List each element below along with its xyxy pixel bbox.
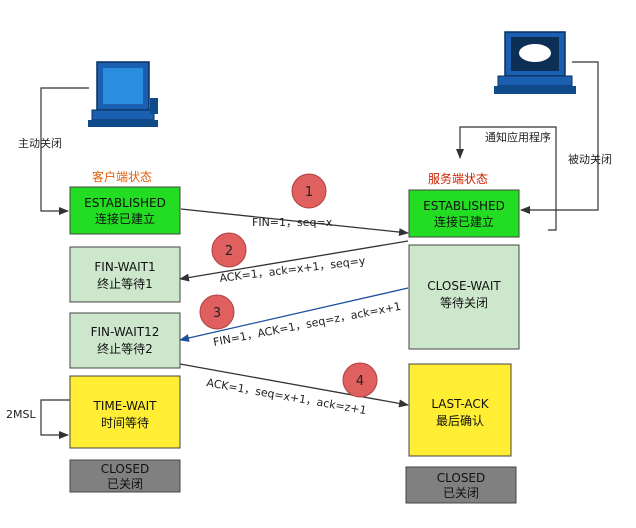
server-state-label: 服务端状态 (428, 171, 488, 186)
client-fin-wait2-box: FIN-WAIT12 终止等待2 (69, 312, 181, 369)
msl-label: 2MSL (6, 408, 36, 421)
client-state-label: 客户端状态 (92, 169, 152, 184)
client-fin-wait1-box: FIN-WAIT1 终止等待1 (69, 246, 181, 303)
svg-text:1: 1 (305, 185, 313, 200)
svg-text:等待关闭: 等待关闭 (440, 296, 488, 310)
ack-arrow-4 (179, 363, 409, 408)
svg-text:FIN-WAIT12: FIN-WAIT12 (91, 325, 160, 339)
passive-close-connector (520, 61, 599, 214)
ack-arrow-2 (179, 240, 409, 282)
server-last-ack-box: LAST-ACK 最后确认 (408, 363, 512, 457)
step-badge-1: 1 (291, 173, 327, 209)
fin-arrow-1 (180, 208, 409, 237)
svg-text:LAST-ACK: LAST-ACK (431, 397, 489, 411)
client-time-wait-box: TIME-WAIT 时间等待 (69, 375, 181, 449)
notify-app-label: 通知应用程序 (485, 130, 551, 144)
svg-text:CLOSE-WAIT: CLOSE-WAIT (427, 279, 501, 293)
svg-text:3: 3 (213, 306, 221, 321)
server-computer-icon (494, 31, 576, 94)
active-close-connector (40, 87, 89, 215)
passive-close-label: 被动关闭 (568, 152, 612, 166)
svg-text:最后确认: 最后确认 (436, 414, 484, 428)
fin-ack-arrow-3 (179, 287, 409, 342)
svg-text:时间等待: 时间等待 (101, 416, 149, 430)
svg-text:终止等待2: 终止等待2 (97, 341, 153, 356)
svg-text:CLOSED: CLOSED (437, 471, 486, 485)
active-close-label: 主动关闭 (18, 136, 62, 150)
svg-text:连接已建立: 连接已建立 (434, 214, 494, 229)
svg-text:2: 2 (225, 244, 233, 259)
notify-app-connector (456, 126, 557, 231)
step-badge-3: 3 (199, 294, 235, 330)
svg-text:终止等待1: 终止等待1 (97, 276, 153, 291)
svg-text:已关闭: 已关闭 (443, 486, 479, 500)
svg-text:ESTABLISHED: ESTABLISHED (423, 199, 505, 213)
client-computer-icon (88, 61, 158, 127)
step-badge-4: 4 (342, 362, 378, 398)
msl-loop-connector (40, 399, 70, 439)
svg-text:ESTABLISHED: ESTABLISHED (84, 196, 166, 210)
svg-text:已关闭: 已关闭 (107, 477, 143, 491)
message-1-label: FIN=1，seq=x (252, 216, 333, 229)
server-close-wait-box: CLOSE-WAIT 等待关闭 (408, 244, 520, 350)
client-closed-box: CLOSED 已关闭 (69, 459, 181, 493)
message-3-label: FIN=1，ACK=1，seq=z，ack=x+1 (212, 300, 402, 349)
server-established-box: ESTABLISHED 连接已建立 (408, 189, 520, 238)
svg-text:TIME-WAIT: TIME-WAIT (93, 399, 158, 413)
svg-text:FIN-WAIT1: FIN-WAIT1 (94, 260, 155, 274)
server-closed-box: CLOSED 已关闭 (405, 466, 517, 504)
svg-text:连接已建立: 连接已建立 (95, 211, 155, 226)
svg-text:CLOSED: CLOSED (101, 462, 150, 476)
step-badge-2: 2 (211, 232, 247, 268)
client-established-box: ESTABLISHED 连接已建立 (69, 186, 181, 235)
svg-text:4: 4 (356, 374, 364, 389)
